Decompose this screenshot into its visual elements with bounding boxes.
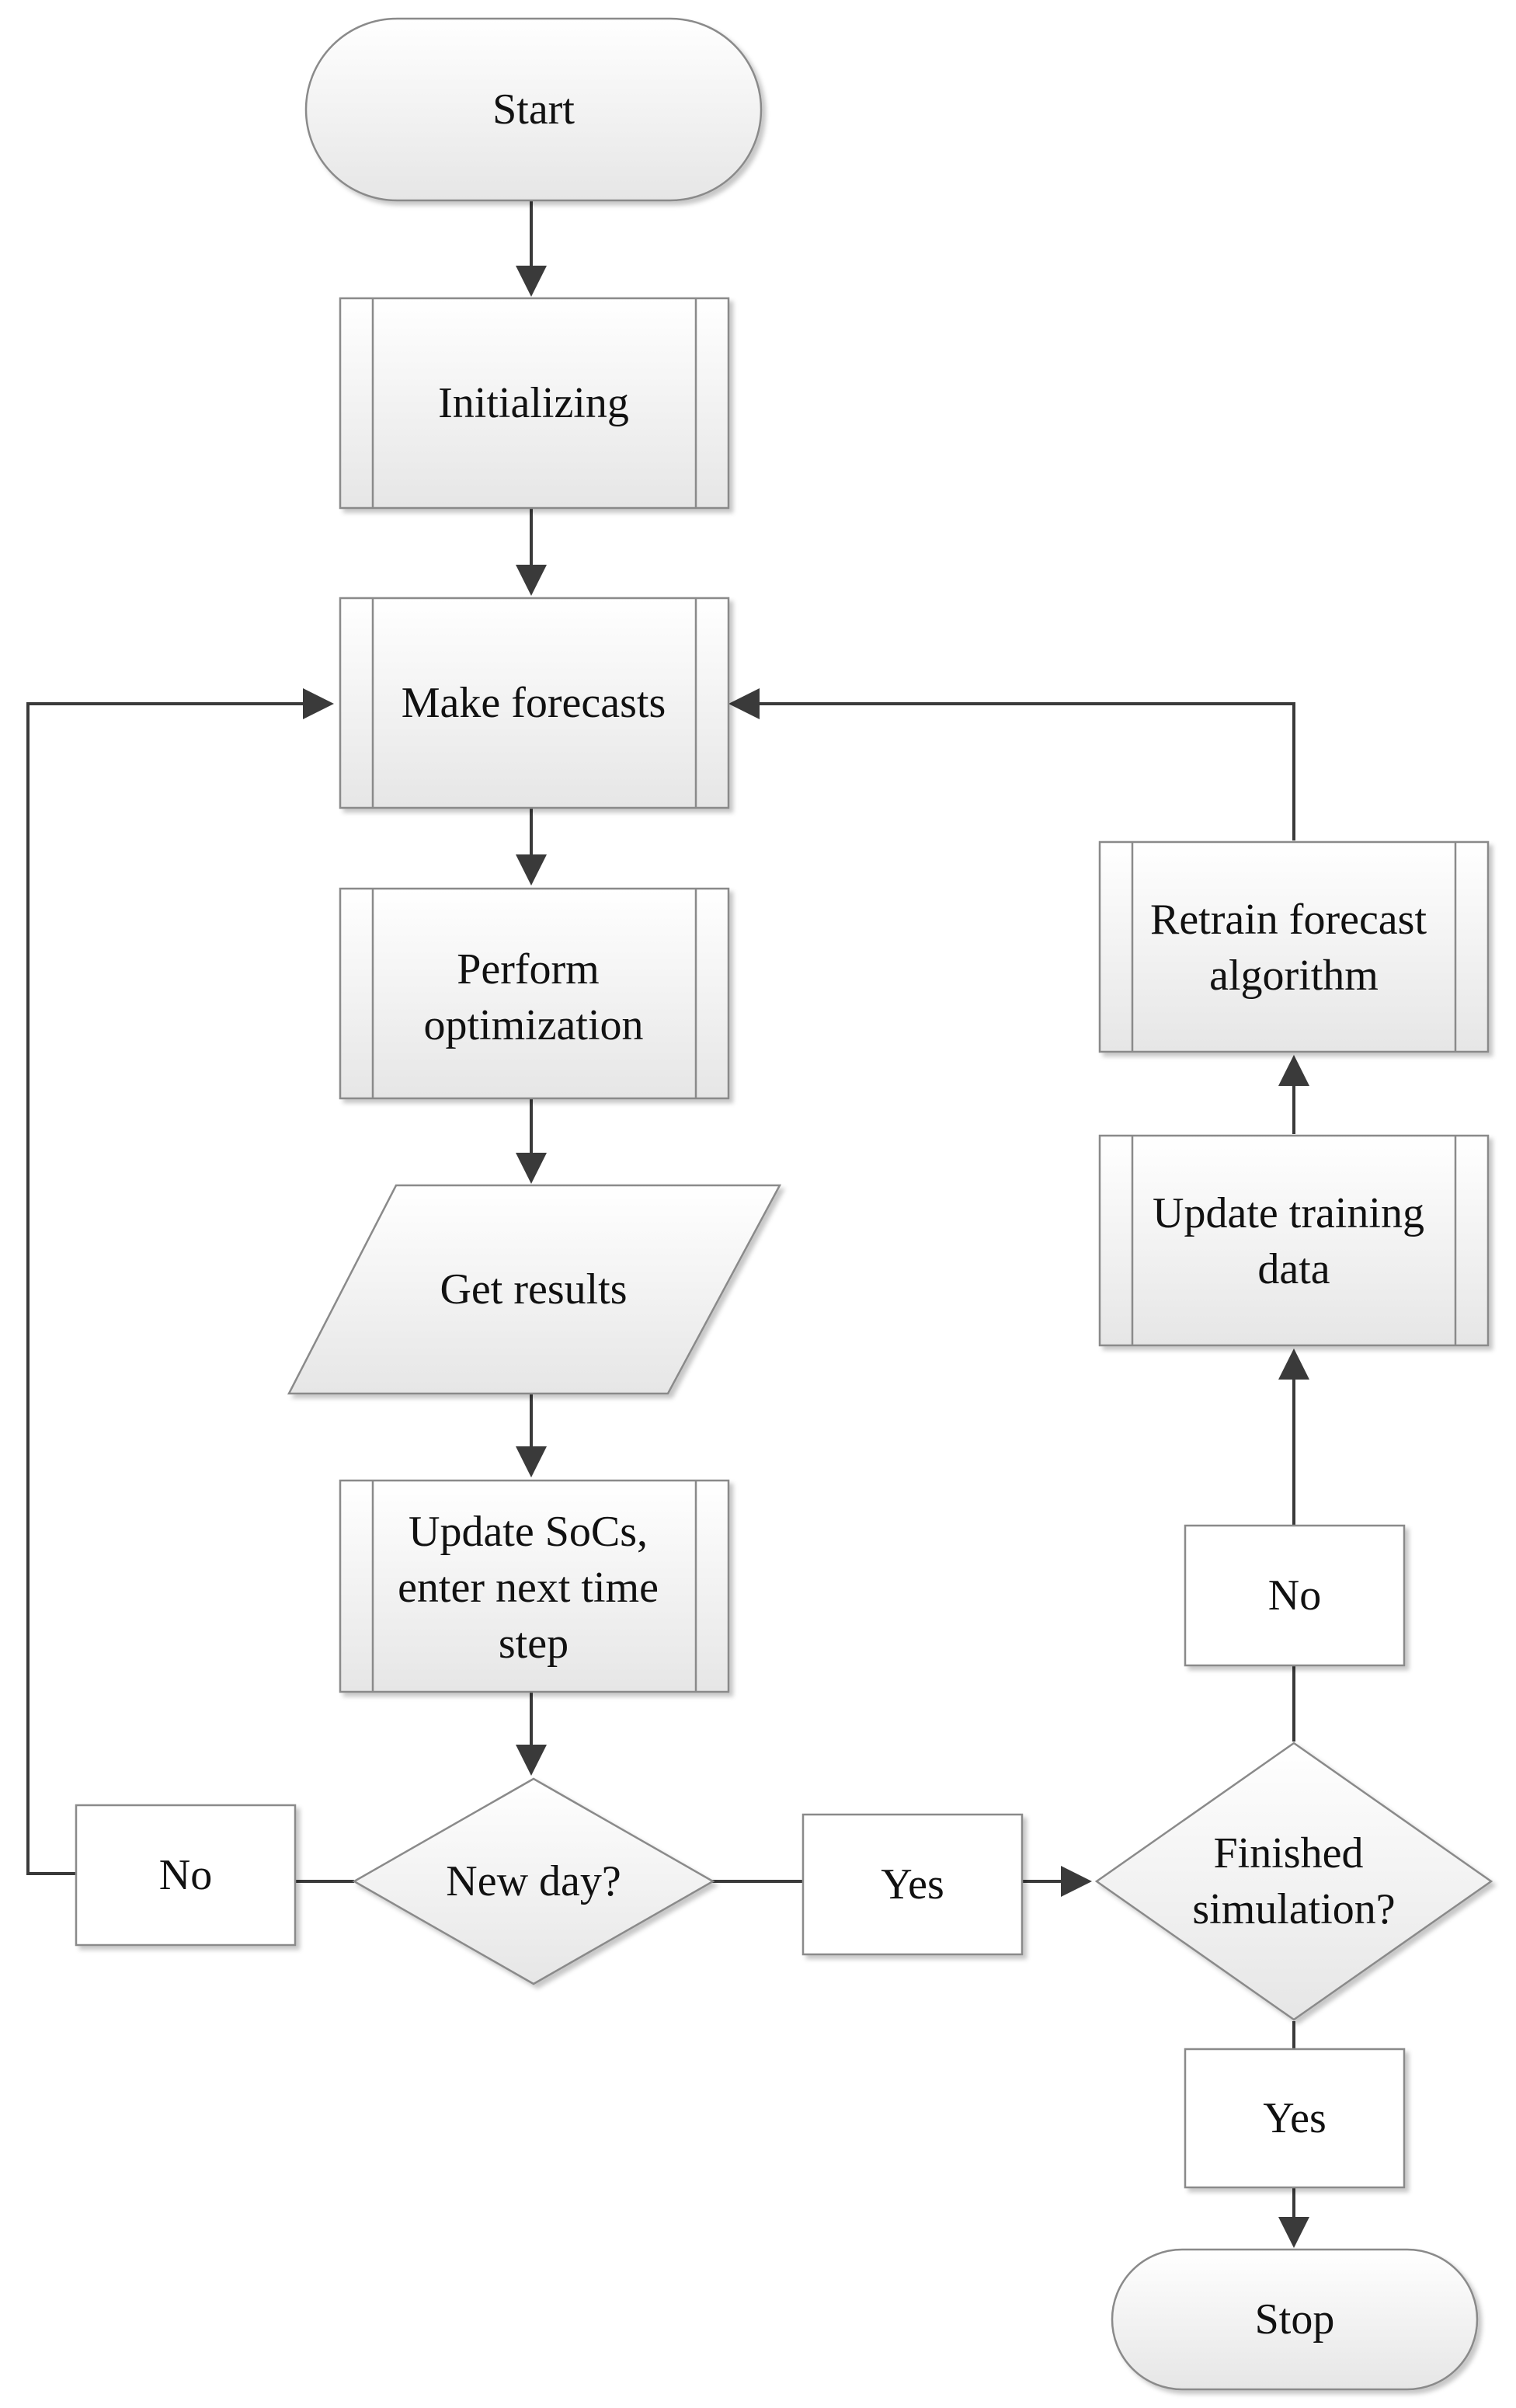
get-results-label: Get results [440,1265,627,1314]
retrain-forecast-line-1: Retrain forecast [1150,896,1427,944]
update-socs-line-2: enter next time [398,1564,659,1612]
initializing-process: Initializing [339,297,730,510]
new-day-label: New day? [446,1857,621,1905]
no-new-day-box: No [75,1804,297,1947]
retrain-forecast-line-2: algorithm [1209,952,1379,1000]
make-forecasts-label: Make forecasts [402,679,666,727]
update-training-data-line-1: Update training [1153,1189,1424,1237]
update-socs-line-3: step [499,1620,568,1668]
update-socs-process: Update SoCs, enter next time step [339,1479,730,1693]
arrow-no-loop-to-make-forecasts [26,688,334,1875]
finished-simulation-line-1: Finished [1214,1829,1364,1877]
perform-optimization-line-1: Perform [457,945,600,993]
perform-optimization-process: Perform optimization [339,887,730,1100]
get-results-data: Get results [287,1184,782,1395]
update-training-data-process: Update training data [1098,1134,1490,1347]
update-training-data-label: Update training data [1153,1189,1435,1293]
update-socs-label: Update SoCs, enter next time step [398,1508,669,1668]
initializing-label: Initializing [438,379,629,427]
update-training-data-line-2: data [1257,1245,1330,1293]
update-socs-line-1: Update SoCs, [409,1508,648,1556]
make-forecasts-process: Make forecasts [339,597,730,809]
start-terminator: Start [304,17,763,202]
yes-new-day-label: Yes [881,1860,944,1909]
no-finished-box: No [1184,1524,1406,1667]
new-day-decision: New day? [352,1777,715,1985]
finished-simulation-label: Finished simulation? [1192,1829,1395,1933]
connectors [26,200,1309,2248]
yes-new-day-box: Yes [801,1813,1024,1956]
yes-finished-box: Yes [1184,2048,1406,2189]
retrain-forecast-process: Retrain forecast algorithm [1098,840,1490,1053]
stop-terminator: Stop [1111,2248,1479,2391]
yes-finished-label: Yes [1263,2094,1326,2142]
no-finished-label: No [1268,1571,1321,1620]
shapes: Start Initializing Make forecasts Perfor… [75,17,1493,2391]
start-label: Start [492,85,575,134]
arrow-retrain-to-make-forecasts [728,688,1295,840]
perform-optimization-line-2: optimization [423,1001,643,1049]
retrain-forecast-label: Retrain forecast algorithm [1150,896,1438,1000]
finished-simulation-decision: Finished simulation? [1094,1742,1493,2021]
finished-simulation-line-2: simulation? [1192,1885,1395,1933]
stop-label: Stop [1255,2295,1335,2344]
no-new-day-label: No [159,1851,212,1899]
perform-optimization-label: Perform optimization [423,945,643,1049]
